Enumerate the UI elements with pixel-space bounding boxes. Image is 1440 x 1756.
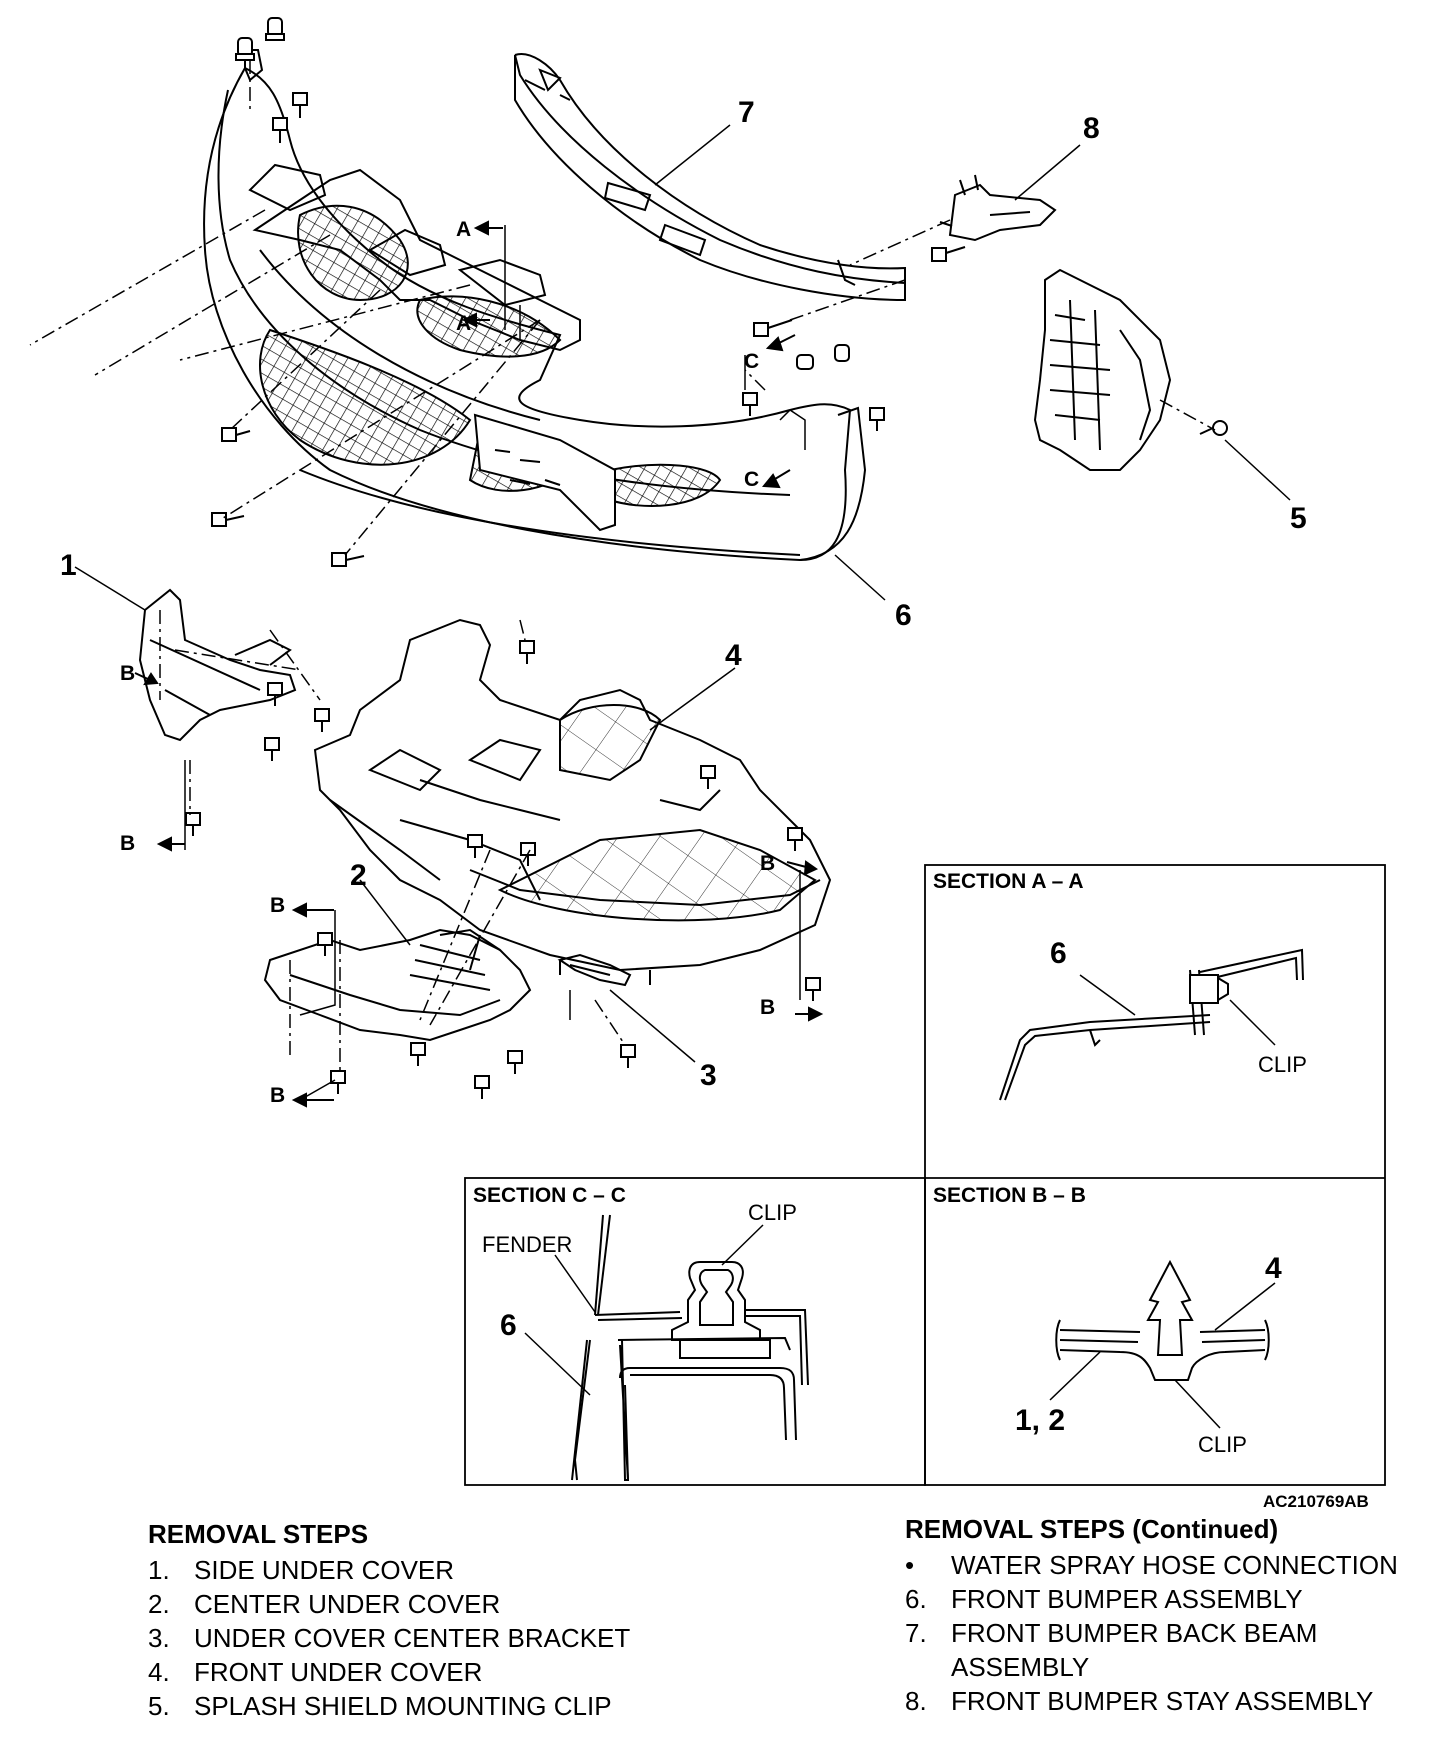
view-marker-b: B [270,894,285,917]
callout-1: 1 [60,549,77,582]
front-under-cover [313,618,832,985]
exploded-view-diagram: 1 2 3 4 5 6 7 8 A A C C B B B B B B SECT… [29,17,1386,1511]
section-c-c-title: SECTION C – C [473,1184,626,1207]
list-item: 5.SPLASH SHIELD MOUNTING CLIP [148,1691,612,1721]
assembly-lines [29,60,1216,1070]
callout-4: 4 [725,639,742,672]
removal-steps: REMOVAL STEPS 1.SIDE UNDER COVER 2.CENTE… [148,1517,708,1723]
section-a-a-clip-label: CLIP [1258,1052,1307,1077]
section-b-b-part-bottom: 1, 2 [1015,1404,1065,1437]
view-marker-a: A [456,312,471,335]
section-c-c: SECTION C – C FENDER CLIP 6 [473,1184,809,1481]
callout-6: 6 [895,599,912,632]
leader-lines [74,124,1291,1063]
callout-5: 5 [1290,502,1307,535]
removal-steps-title: REMOVAL STEPS [148,1519,369,1549]
view-marker-a: A [456,218,471,241]
fasteners [185,17,1228,1099]
view-arrows [134,220,824,1108]
list-item: 8.FRONT BUMPER STAY ASSEMBLY [905,1686,1374,1716]
list-item: 7.FRONT BUMPER BACK BEAM ASSEMBLY [905,1618,1318,1682]
view-marker-b: B [120,832,135,855]
figure-number: AC210769AB [1263,1492,1369,1511]
front-bumper-stay [939,174,1057,242]
callout-2: 2 [350,859,367,892]
section-b-b-clip-label: CLIP [1198,1432,1247,1457]
section-b-b: SECTION B – B 4 1, 2 CLIP [933,1184,1282,1457]
view-marker-c: C [744,468,759,491]
view-markers: A A C C B B B B B B [120,218,775,1107]
front-bumper-back-beam [514,53,906,302]
list-item: 3.UNDER COVER CENTER BRACKET [148,1623,631,1653]
list-item: 2.CENTER UNDER COVER [148,1589,501,1619]
list-item: 1.SIDE UNDER COVER [148,1555,455,1585]
front-bumper-assembly [203,49,867,562]
removal-steps-continued-list: •WATER SPRAY HOSE CONNECTION 6.FRONT BUM… [905,1548,1425,1718]
side-under-cover [138,588,297,742]
under-cover-center-bracket [557,953,632,987]
view-marker-b: B [760,852,775,875]
section-c-c-part: 6 [500,1309,517,1342]
callout-3: 3 [700,1059,717,1092]
section-a-a-title: SECTION A – A [933,870,1084,893]
section-b-b-title: SECTION B – B [933,1184,1086,1207]
view-marker-c: C [744,350,759,373]
splash-shield [1033,268,1172,471]
section-c-c-clip-label: CLIP [748,1200,797,1225]
callout-7: 7 [738,96,755,129]
view-marker-b: B [120,662,135,685]
callout-8: 8 [1083,112,1100,145]
list-item: 4.FRONT UNDER COVER [148,1657,483,1687]
removal-steps-continued-title: REMOVAL STEPS (Continued) [905,1514,1279,1544]
center-under-cover [263,928,532,1042]
view-marker-b: B [270,1084,285,1107]
callout-numbers: 1 2 3 4 5 6 7 8 [60,96,1307,1092]
section-c-c-fender-label: FENDER [482,1232,572,1257]
section-a-a-part: 6 [1050,937,1067,970]
removal-steps-continued: REMOVAL STEPS (Continued) •WATER SPRAY H… [905,1512,1425,1718]
section-a-a: SECTION A – A 6 CLIP [933,870,1307,1101]
section-boxes [464,864,1386,1486]
list-item: 6.FRONT BUMPER ASSEMBLY [905,1584,1303,1614]
reference-brackets [184,225,806,1101]
section-b-b-part-top: 4 [1265,1252,1282,1285]
view-marker-b: B [760,996,775,1019]
removal-steps-list: 1.SIDE UNDER COVER 2.CENTER UNDER COVER … [148,1553,708,1723]
list-item: •WATER SPRAY HOSE CONNECTION [905,1550,1398,1580]
